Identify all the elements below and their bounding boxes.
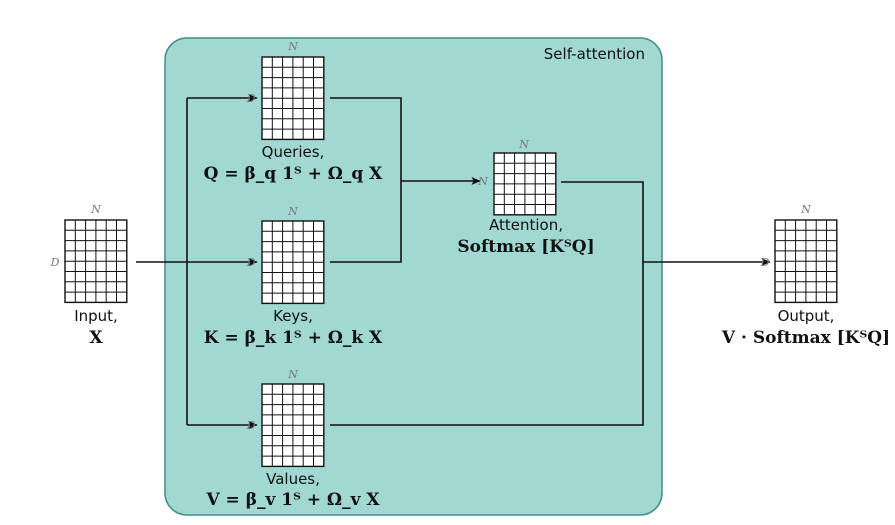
values-d-label: D [246,419,256,432]
keys-formula: K = β_k 1ᵀ + Ω_k X [204,328,383,348]
queries-d-label: D [246,92,256,105]
queries-matrix [261,56,325,141]
keys-matrix [261,220,325,305]
values-n-label: N [287,368,298,381]
queries-formula: Q = β_q 1ᵀ + Ω_q X [204,164,384,184]
dimension-labels: N D N D N D N D N N N D [50,40,812,432]
output-formula: V · Softmax [KᵀQ] [721,328,890,348]
attention-formula: Softmax [KᵀQ] [457,237,594,257]
output-d-label: D [760,256,770,269]
keys-name: Keys, [273,307,313,325]
keys-d-label: D [246,256,256,269]
attention-matrix [493,152,557,216]
input-matrix [64,219,128,304]
input-n-label: N [90,203,101,216]
panel-title: Self-attention [544,45,645,63]
input-formula: X [89,328,103,348]
output-n-label: N [800,203,811,216]
keys-n-label: N [287,205,298,218]
values-name: Values, [266,470,320,488]
queries-name: Queries, [262,143,325,161]
output-matrix [774,219,838,304]
attention-n-top-label: N [518,138,529,151]
output-name: Output, [778,307,835,325]
attention-n-left-label: N [477,175,488,188]
self-attention-panel [164,37,663,516]
input-d-label: D [50,256,60,269]
connectors [136,94,771,429]
attention-name: Attention, [489,216,563,234]
input-name: Input, [74,307,118,325]
values-matrix [261,383,325,468]
queries-n-label: N [287,40,298,53]
values-formula: V = β_v 1ᵀ + Ω_v X [205,490,380,510]
